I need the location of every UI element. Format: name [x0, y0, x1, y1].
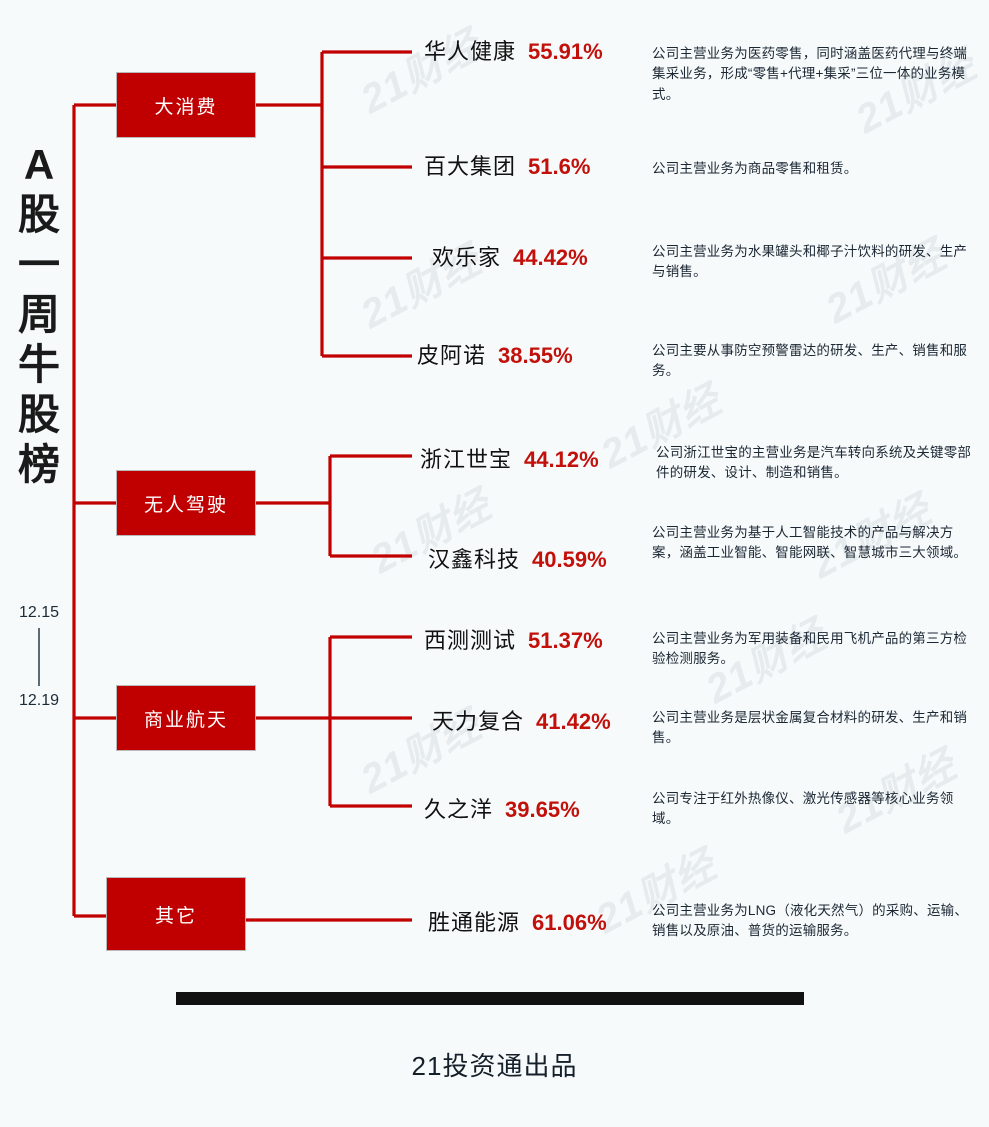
stock-row[interactable]: 皮阿诺 38.55%: [417, 345, 573, 367]
stock-name: 汉鑫科技: [428, 547, 521, 572]
stock-row[interactable]: 汉鑫科技 40.59%: [428, 549, 607, 571]
stock-name: 久之洋: [424, 797, 494, 822]
stock-percent: 41.42%: [536, 709, 611, 734]
stock-percent: 44.12%: [524, 447, 599, 472]
stock-name: 百大集团: [424, 154, 517, 179]
title-char: A: [23, 141, 55, 188]
stock-row[interactable]: 华人健康 55.91%: [424, 41, 603, 63]
stock-name: 欢乐家: [432, 245, 502, 270]
footer-divider: [176, 992, 804, 1005]
category-label: 商业航天: [143, 709, 228, 731]
stock-name: 华人健康: [424, 39, 517, 64]
stock-description: 公司主营业务是层状金属复合材料的研发、生产和销售。: [652, 710, 968, 746]
date-range: 12.15 12.19: [4, 604, 74, 709]
stock-name: 皮阿诺: [417, 343, 487, 368]
stock-row[interactable]: 西测测试 51.37%: [424, 630, 603, 652]
category-box-autonomous-driving[interactable]: 无人驾驶: [116, 470, 256, 536]
stock-row[interactable]: 久之洋 39.65%: [424, 799, 580, 821]
stock-row[interactable]: 欢乐家 44.42%: [432, 247, 588, 269]
stock-percent: 39.65%: [505, 797, 580, 822]
stock-description: 公司专注于红外热像仪、激光传感器等核心业务领域。: [652, 791, 954, 827]
category-box-others[interactable]: 其它: [106, 877, 246, 951]
title-char: 股: [17, 190, 60, 238]
stock-description: 公司主营业务为商品零售和租赁。: [652, 161, 858, 176]
stock-description: 公司主营业务为水果罐头和椰子汁饮料的研发、生产与销售。: [652, 244, 968, 280]
stock-name: 浙江世宝: [420, 447, 513, 472]
stock-description: 公司浙江世宝的主营业务是汽车转向系统及关键零部件的研发、设计、制造和销售。: [656, 445, 972, 481]
stock-description: 公司主营业务为基于人工智能技术的产品与解决方案，涵盖工业智能、智能网联、智慧城市…: [652, 525, 968, 561]
stock-percent: 51.6%: [528, 154, 591, 179]
stock-description: 公司主营业务为军用装备和民用飞机产品的第三方检验检测服务。: [652, 631, 968, 667]
stock-description: 公司主营业务为LNG（液化天然气）的采购、运输、销售以及原油、普货的运输服务。: [652, 903, 969, 939]
title-char: 榜: [17, 440, 60, 488]
title-char: 股: [17, 390, 60, 438]
stock-percent: 55.91%: [528, 39, 603, 64]
stock-row[interactable]: 胜通能源 61.06%: [428, 912, 607, 934]
stock-percent: 40.59%: [532, 547, 607, 572]
stock-percent: 61.06%: [532, 910, 607, 935]
title-char: 牛: [17, 340, 60, 388]
title-char: 一: [17, 240, 60, 288]
stock-row[interactable]: 天力复合 41.42%: [432, 711, 611, 733]
date-end: 12.19: [18, 691, 60, 709]
watermark: 21财经: [354, 22, 489, 123]
category-label: 无人驾驶: [143, 494, 228, 516]
page-title: A 股 一 周 牛 股 榜: [8, 140, 70, 490]
category-box-consumer[interactable]: 大消费: [116, 72, 256, 138]
footer-text: 21投资通出品: [411, 1051, 578, 1081]
stock-name: 天力复合: [432, 709, 525, 734]
stock-percent: 44.42%: [513, 245, 588, 270]
stock-description: 公司主要从事防空预警雷达的研发、生产、销售和服务。: [652, 343, 968, 379]
stock-percent: 38.55%: [498, 343, 573, 368]
stock-name: 西测测试: [424, 628, 517, 653]
date-divider: [38, 627, 40, 686]
stock-row[interactable]: 百大集团 51.6%: [424, 156, 590, 178]
stock-row[interactable]: 浙江世宝 44.12%: [420, 449, 599, 471]
date-start: 12.15: [18, 604, 60, 621]
category-label: 其它: [154, 905, 197, 927]
stock-description: 公司主营业务为医药零售，同时涵盖医药代理与终端集采业务，形成“零售+代理+集采”…: [652, 46, 968, 102]
category-label: 大消费: [154, 96, 218, 118]
title-char: 周: [17, 290, 60, 338]
stock-percent: 51.37%: [528, 628, 603, 653]
category-box-commercial-space[interactable]: 商业航天: [116, 685, 256, 751]
stock-name: 胜通能源: [428, 910, 521, 935]
